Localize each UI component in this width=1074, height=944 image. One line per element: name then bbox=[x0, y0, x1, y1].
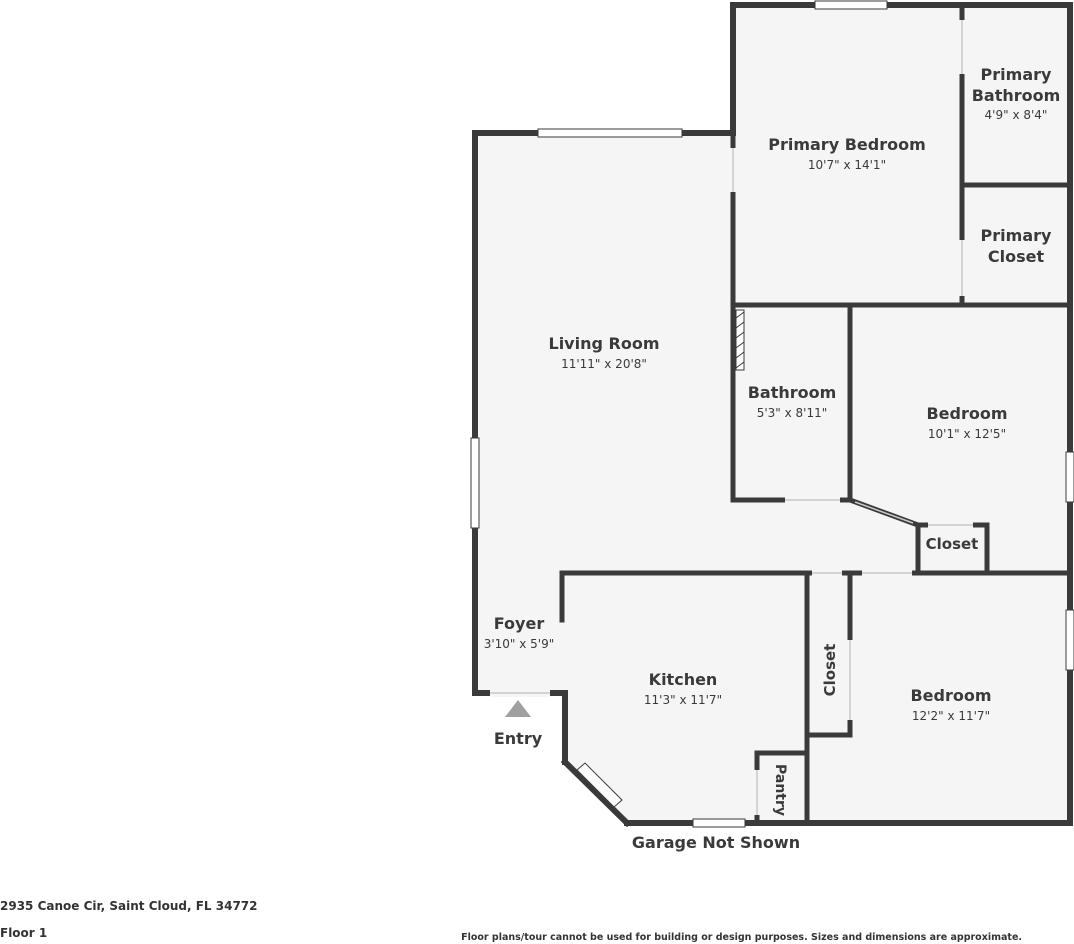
room-name-foyer: Foyer bbox=[494, 614, 545, 633]
room-dim-living-room: 11'11" x 20'8" bbox=[561, 357, 647, 371]
floor-area bbox=[475, 5, 1070, 823]
room-dim-kitchen: 11'3" x 11'7" bbox=[644, 693, 722, 707]
windows bbox=[470, 0, 1074, 828]
room-name-primary-closet-line1: Primary bbox=[981, 226, 1052, 245]
room-name-closet-vertical: Closet bbox=[821, 644, 839, 697]
wall-hatch bbox=[735, 309, 745, 371]
room-name-closet-small: Closet bbox=[926, 535, 979, 553]
room-name-primary-bedroom: Primary Bedroom bbox=[768, 135, 926, 154]
garage-label: Garage Not Shown bbox=[632, 833, 800, 852]
room-dim-bathroom: 5'3" x 8'11" bbox=[757, 406, 828, 420]
room-name-pantry: Pantry bbox=[772, 764, 788, 816]
room-name-bedroom-lower: Bedroom bbox=[910, 686, 991, 705]
room-name-primary-bathroom-line1: Primary bbox=[981, 65, 1052, 84]
room-name-bedroom-upper: Bedroom bbox=[926, 404, 1007, 423]
door-lines bbox=[490, 20, 973, 815]
room-dim-primary-bedroom: 10'7" x 14'1" bbox=[808, 158, 886, 172]
disclaimer-text: Floor plans/tour cannot be used for buil… bbox=[461, 932, 1022, 943]
room-dim-primary-bathroom: 4'9" x 8'4" bbox=[985, 108, 1048, 122]
room-name-primary-bathroom-line2: Bathroom bbox=[972, 86, 1061, 105]
floor-label: Floor 1 bbox=[0, 926, 48, 940]
room-dim-foyer: 3'10" x 5'9" bbox=[484, 637, 555, 651]
room-dim-bedroom-upper: 10'1" x 12'5" bbox=[928, 427, 1006, 441]
room-name-primary-closet-line2: Closet bbox=[988, 247, 1045, 266]
entry-label: Entry bbox=[494, 729, 543, 748]
room-dim-bedroom-lower: 12'2" x 11'7" bbox=[912, 709, 990, 723]
room-name-bathroom: Bathroom bbox=[748, 383, 837, 402]
property-address: 2935 Canoe Cir, Saint Cloud, FL 34772 bbox=[0, 899, 258, 913]
entry-arrow-icon bbox=[505, 700, 531, 717]
room-name-kitchen: Kitchen bbox=[649, 670, 718, 689]
room-name-living-room: Living Room bbox=[549, 334, 660, 353]
